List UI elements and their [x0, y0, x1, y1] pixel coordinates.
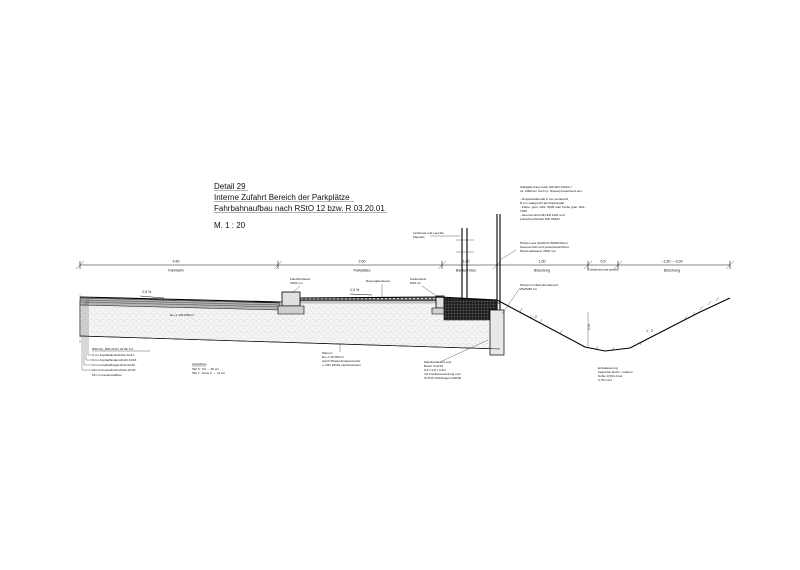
zusatz-line-2: Tab 7 : Zone II → +5 cm	[192, 371, 226, 375]
dim-parking-width: 2,60	[359, 260, 366, 264]
drain-2: begrünter Erdm.- Graben	[598, 370, 633, 374]
dim-slope-range: ~1,50 - ~3,00	[661, 260, 682, 264]
dim-shoulder-width: 1,00	[463, 260, 470, 264]
lamp-label-1: Lichtmast und Leuchte	[413, 231, 444, 235]
detail-subject: Interne Zufahrt Bereich der Parkplätze	[214, 193, 350, 202]
rail-spec-6: - Farbe: grün, RAL: 6005 oder Farbe grau…	[520, 205, 586, 209]
rail-spec-4: - Doppelstabmatte 6 mm senkrecht,	[520, 197, 569, 201]
planum-2: Ev₂ ≥ 45 MN/m²	[322, 355, 344, 359]
rail-spec-7: 7030	[520, 209, 527, 213]
drawing-scale: M. 1 : 20	[214, 221, 246, 230]
parking-surface	[299, 296, 498, 301]
dim-road-width: 4,50	[173, 260, 180, 264]
posts-spec-3: Pfostenabstand: 2500 mm	[520, 249, 557, 253]
slope-embankment-left: 1 : 2	[530, 315, 537, 319]
layer-5: 65 cm Gesamtaufbau	[92, 373, 122, 377]
drain-4: 0,75m tief	[598, 378, 612, 382]
rail-spec-1: Stahlgitterzaun nach DIN EN 10223-7	[520, 185, 572, 189]
drain-1: Entwässerung	[598, 366, 618, 370]
zone-parking: Parkplätze	[354, 269, 371, 273]
embankment-ditch-profile	[496, 297, 731, 352]
annotations: Lichtmast und Leuchte bauseits Stahlgitt…	[81, 185, 633, 382]
mast-foundation-1: Mastfundament aus	[424, 360, 452, 364]
zone-shoulder: Bankett Kies	[456, 269, 476, 273]
edge-curb	[435, 295, 445, 309]
fence-post	[496, 214, 501, 310]
rail-spec-8: - feuerverzinkt DIN EN 1461 und	[520, 213, 565, 217]
zusatz-line-1: Tab 6 : F3 → 60 cm	[192, 367, 219, 371]
planum-3: durch Plattendruckversuche	[322, 359, 361, 363]
planum-1: Planum	[322, 351, 333, 355]
zone-embankment: Böschung	[534, 269, 550, 273]
rail-spec-5: 8 mm waagrecht als Doppelstab	[520, 201, 564, 205]
road-surface	[79, 296, 281, 303]
zone-road: Fahrbahn	[168, 269, 183, 273]
curb2-label-1: Kantenstein	[410, 277, 427, 281]
lamp-label-2: bauseits	[413, 235, 425, 239]
gravel-shoulder	[443, 297, 498, 321]
slope-indicators: 2,5 % 1,0 % 1 : 2 1 : 2	[139, 288, 653, 333]
detail-construction: Fahrbahnaufbau nach RStO 12 bzw. R 03.20…	[214, 204, 385, 213]
ditch-depth: 0,75	[587, 324, 591, 330]
road-body	[79, 291, 731, 356]
curb2-label-2: 8/20 cm	[410, 281, 421, 285]
slope-parking: 1,0 %	[350, 288, 360, 292]
planum-line	[79, 335, 501, 350]
dim-embankment-width: 1,50	[539, 260, 546, 264]
lamp-mast	[456, 228, 474, 300]
mast-foundation-4: mit Fundamenterdung und	[424, 372, 461, 376]
rail-spec-9: pulverbeschichtet DIN 55633	[520, 217, 560, 221]
posts-spec-1: Pfosten aus Stahlrohr 50/60/76mm	[520, 241, 568, 245]
zone-ditch: Entwässerungs-graben	[587, 268, 619, 272]
mast-foundation-5: 3x PVC Rohrbogen DN100	[424, 376, 461, 380]
layer-2: 8 cm Asphaltbinderschicht AC16	[92, 358, 137, 362]
layer-4: 42 cm Frostschutzschicht AC40	[92, 368, 136, 372]
layer-1: 4 cm Asphaltdeckschicht AC11	[92, 353, 134, 357]
title-block: Detail 29 Interne Zufahrt Bereich der Pa…	[214, 182, 387, 230]
drain-3: Sohle 0,50m breit	[598, 374, 622, 378]
road-bearing-capacity: Ev₂ ≥ 120 MN/m²	[170, 313, 194, 317]
layer-3: 13 cm Asphalttragschicht AC32	[92, 363, 135, 367]
rail-spec-2: ca. 2000mm hoch (ü. Niveau) bestehend au…	[520, 189, 583, 193]
post-foundation-1: Pfosten im Betonfundament	[520, 283, 558, 287]
zone-slope: Böschung	[664, 269, 680, 273]
mast-foundation-3: 0,6 x 0,6 x 0,6m	[424, 368, 446, 372]
dim-ditch-width: 0,5	[601, 260, 606, 264]
layers-standard: RStO12_R03.20.01 für Bk 3.2	[92, 347, 133, 351]
dimension-chain: 4,50 2,60 1,00 1,50 0,5 ~1,50 - ~3,00 Fa…	[75, 260, 735, 273]
grass-pavers	[299, 297, 441, 302]
planum-4: n. DIN 18134 nachzuweisen	[322, 363, 361, 367]
post-foundation-2: 25/25/80 cm	[520, 287, 537, 291]
curb1-label-1: Flachbordstein	[290, 277, 311, 281]
flat-curb	[281, 291, 301, 307]
curb-strip-label: Rasengittersteine	[366, 279, 390, 283]
mast-foundation	[489, 309, 505, 356]
slope-embankment-right: 1 : 2	[646, 329, 653, 333]
slope-road: 2,5 %	[142, 290, 152, 294]
posts-spec-2: feuerverzinkt und pulverbeschichtet	[520, 245, 569, 249]
curb1-label-2: 30/20 cm	[290, 281, 303, 285]
mast-foundation-2: Beton C12/15	[424, 364, 443, 368]
detail-number: Detail 29	[214, 182, 246, 191]
zusatz-title: Zusatzbau	[192, 362, 207, 366]
